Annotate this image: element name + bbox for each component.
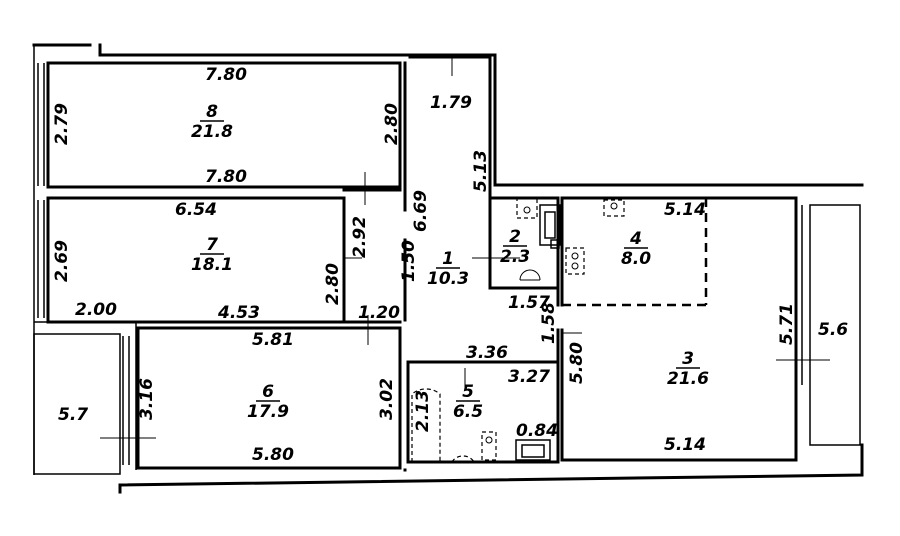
dim-hall-vert: 6.69 <box>411 190 431 232</box>
dim-hall-gap: 1.20 <box>358 303 400 323</box>
room-number: 5 <box>462 382 474 402</box>
dim-r8-right: 2.80 <box>382 103 402 145</box>
room-area: 6.5 <box>453 402 483 422</box>
room-area: 8.0 <box>621 249 651 269</box>
room-label: 22.3 <box>500 227 530 267</box>
room-label: 48.0 <box>621 229 651 269</box>
dim-r5-sub: 3.27 <box>508 367 550 387</box>
room-number: 2 <box>509 227 521 247</box>
room-area: 21.6 <box>667 369 709 389</box>
room-area: 2.3 <box>500 247 530 267</box>
dim-hall-side: 5.13 <box>471 150 491 192</box>
dim-r7-right-b: 2.80 <box>323 263 343 305</box>
dimension-ticks <box>100 58 830 439</box>
dim-r7-bottom-b: 4.53 <box>217 303 260 323</box>
room-label: 617.9 <box>247 382 289 422</box>
balcony-right-area: 5.6 <box>818 320 848 340</box>
room-label: 821.8 <box>191 102 233 142</box>
dim-r7-bottom-a: 2.00 <box>75 300 117 320</box>
room-number: 8 <box>206 102 218 122</box>
room-number: 6 <box>262 382 274 402</box>
room-number: 3 <box>682 349 694 369</box>
dim-r8-left: 2.79 <box>52 103 72 145</box>
dim-r3-bottom: 5.14 <box>664 435 706 455</box>
room-5-outline <box>406 360 560 464</box>
dim-r7-left: 2.69 <box>52 240 72 282</box>
room-3-outline <box>560 196 798 462</box>
dimension-labels: 7.80 7.80 2.79 2.80 6.54 2.69 2.92 2.80 … <box>52 65 848 465</box>
room-label: 321.6 <box>667 349 709 389</box>
dim-hall-top: 1.79 <box>430 93 472 113</box>
dim-r6-top: 5.81 <box>252 330 294 350</box>
room-area: 21.8 <box>191 122 233 142</box>
balcony-right-outline <box>809 204 861 446</box>
dim-r7-top: 6.54 <box>175 200 217 220</box>
dim-r8-top: 7.80 <box>205 65 247 85</box>
room-label: 718.1 <box>191 235 233 275</box>
dim-hall-mid: 1.50 <box>399 240 419 282</box>
dim-r7-right-a: 2.92 <box>350 216 370 258</box>
room-labels: 821.8 718.1 617.9 110.3 22.3 48.0 321.6 56.5 <box>191 102 709 422</box>
balcony-left-outline <box>33 333 121 475</box>
dim-hall-step: 1.57 <box>508 293 550 313</box>
dim-hall-step-v: 1.58 <box>539 302 559 344</box>
room-number: 4 <box>629 229 642 249</box>
room-label: 56.5 <box>453 382 483 422</box>
room-6-outline <box>136 326 402 470</box>
room-area: 17.9 <box>247 402 289 422</box>
dim-r3-right: 5.71 <box>777 303 797 345</box>
dim-r5-top: 3.36 <box>466 343 508 363</box>
room-number: 7 <box>206 235 218 255</box>
room-number: 1 <box>442 249 454 269</box>
dim-r6-right: 3.02 <box>377 378 397 420</box>
room-8-outline <box>46 61 402 189</box>
balcony-left-area: 5.7 <box>58 405 88 425</box>
dim-r5-left: 2.13 <box>413 390 433 432</box>
room-label: 110.3 <box>427 249 469 289</box>
dim-r5-small: 0.84 <box>516 421 558 441</box>
dim-r6-left: 3.16 <box>137 378 157 420</box>
dim-r4-top: 5.14 <box>664 200 706 220</box>
room-7-outline <box>46 196 346 324</box>
room-area: 10.3 <box>427 269 469 289</box>
dim-r6-bottom: 5.80 <box>252 445 294 465</box>
dim-r3-left: 5.80 <box>567 342 587 384</box>
room-area: 18.1 <box>191 255 233 275</box>
dim-r8-bottom: 7.80 <box>205 167 247 187</box>
